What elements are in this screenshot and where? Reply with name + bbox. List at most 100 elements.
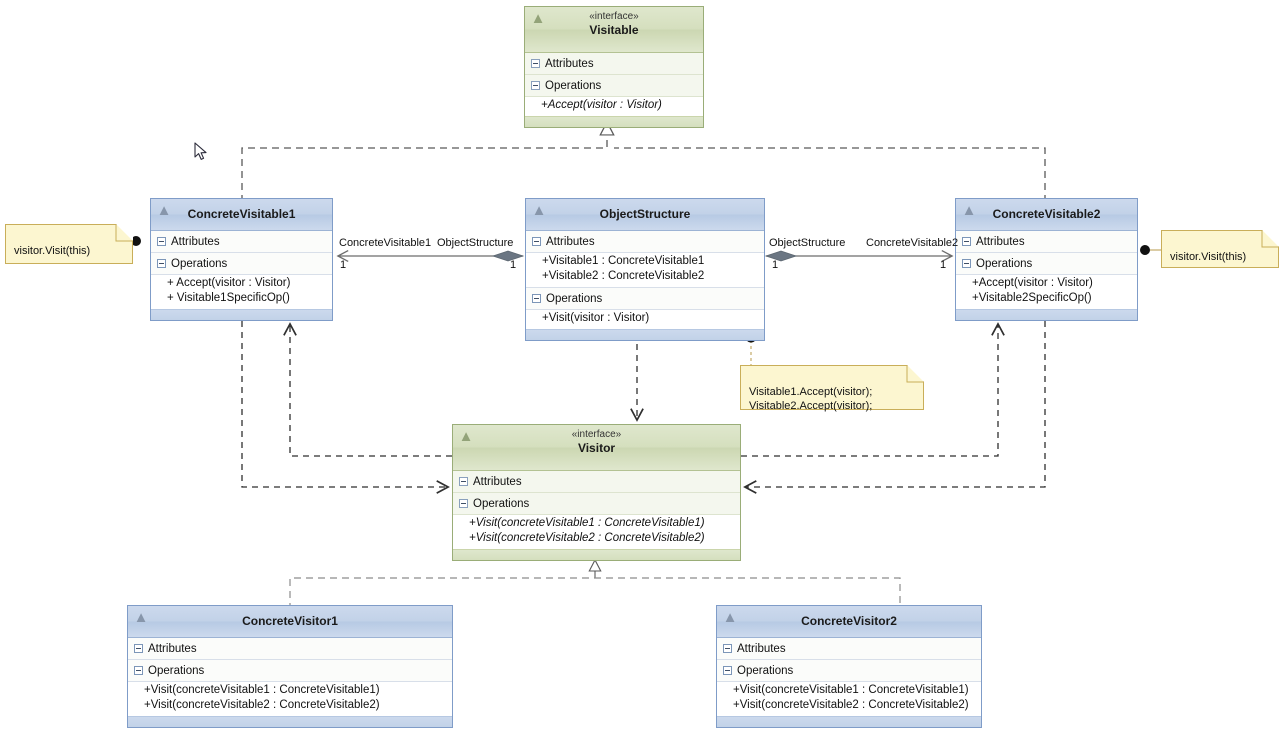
section-operations[interactable]: Operations: [453, 493, 740, 515]
class-footer: [525, 116, 703, 127]
section-attributes[interactable]: Attributes: [956, 231, 1137, 253]
note-text: Visitable1.Accept(visitor); Visitable2.A…: [749, 386, 873, 412]
operations-list: +Visit(concreteVisitable1 : ConcreteVisi…: [128, 682, 452, 716]
class-box-concrete-visitor1[interactable]: ▲ ConcreteVisitor1 Attributes Operations…: [127, 605, 453, 728]
collapse-icon[interactable]: [459, 477, 468, 486]
attributes-label: Attributes: [976, 235, 1025, 248]
section-attributes[interactable]: Attributes: [525, 53, 703, 75]
section-attributes[interactable]: Attributes: [717, 638, 981, 660]
collapse-icon[interactable]: [532, 294, 541, 303]
note-fold-line: [906, 365, 924, 383]
collapse-icon[interactable]: [962, 259, 971, 268]
operation-item: +Accept(visitor : Visitor): [972, 277, 1093, 289]
class-title: ConcreteVisitable2: [992, 207, 1101, 221]
class-title: ConcreteVisitor2: [801, 614, 897, 628]
class-title: Visitable: [589, 23, 639, 37]
collapse-icon[interactable]: [531, 81, 540, 90]
class-footer: [956, 309, 1137, 320]
class-title: ConcreteVisitor1: [242, 614, 338, 628]
operations-label: Operations: [545, 79, 602, 92]
collapse-icon[interactable]: [134, 644, 143, 653]
collapse-icon[interactable]: [723, 644, 732, 653]
operations-list: +Accept(visitor : Visitor) +Visitable2Sp…: [956, 275, 1137, 309]
association-label-source-left: ConcreteVisitable1: [339, 237, 432, 249]
note-center[interactable]: Visitable1.Accept(visitor); Visitable2.A…: [740, 365, 924, 412]
class-footer: [526, 329, 764, 340]
class-header-concrete-visitor1: ▲ ConcreteVisitor1: [128, 606, 452, 638]
attributes-label: Attributes: [171, 235, 220, 248]
class-box-visitable[interactable]: ▲ «interface» Visitable Attributes Opera…: [524, 6, 704, 128]
section-operations[interactable]: Operations: [525, 75, 703, 97]
operations-label: Operations: [148, 664, 205, 677]
collapse-icon[interactable]: [531, 59, 540, 68]
dependency-cv1-visitor: [241, 310, 450, 494]
operation-item: +Visit(concreteVisitable2 : ConcreteVisi…: [469, 532, 705, 544]
association-multiplicity-target-right: 1: [940, 259, 947, 271]
class-box-concrete-visitable2[interactable]: ▲ ConcreteVisitable2 Attributes Operatio…: [955, 198, 1138, 321]
association-objectstructure-cv2: [764, 250, 954, 262]
operation-item: + Accept(visitor : Visitor): [167, 277, 291, 289]
class-footer: [453, 549, 740, 560]
note-fold-line: [1261, 230, 1279, 248]
class-header-visitable: ▲ «interface» Visitable: [525, 7, 703, 53]
collapse-icon[interactable]: [723, 666, 732, 675]
section-attributes[interactable]: Attributes: [526, 231, 764, 253]
operations-label: Operations: [737, 664, 794, 677]
collapse-icon[interactable]: [157, 259, 166, 268]
operation-item: +Visitable2SpecificOp(): [972, 292, 1092, 304]
collapse-icon[interactable]: [532, 237, 541, 246]
class-box-object-structure[interactable]: ▲ ObjectStructure Attributes +Visitable1…: [525, 198, 765, 341]
section-operations[interactable]: Operations: [956, 253, 1137, 275]
section-operations[interactable]: Operations: [151, 253, 332, 275]
operation-item: +Visit(concreteVisitable2 : ConcreteVisi…: [733, 699, 969, 711]
association-multiplicity-source-left: 1: [340, 259, 347, 271]
operations-label: Operations: [473, 497, 530, 510]
collapse-icon[interactable]: [962, 237, 971, 246]
class-box-visitor[interactable]: ▲ «interface» Visitor Attributes Operati…: [452, 424, 741, 561]
collapse-icon[interactable]: [134, 666, 143, 675]
chevron-up-double-icon: ▲: [133, 609, 149, 626]
collapse-icon[interactable]: [459, 499, 468, 508]
operation-item: +Visit(concreteVisitable2 : ConcreteVisi…: [144, 699, 380, 711]
collapse-icon[interactable]: [157, 237, 166, 246]
class-box-concrete-visitor2[interactable]: ▲ ConcreteVisitor2 Attributes Operations…: [716, 605, 982, 728]
class-footer: [128, 716, 452, 727]
class-header-concrete-visitor2: ▲ ConcreteVisitor2: [717, 606, 981, 638]
note-text: visitor.Visit(this): [14, 245, 91, 257]
operation-item: +Visit(concreteVisitable1 : ConcreteVisi…: [469, 517, 705, 529]
note-left[interactable]: visitor.Visit(this): [5, 224, 133, 264]
operations-list: +Visit(concreteVisitable1 : ConcreteVisi…: [453, 515, 740, 549]
class-footer: [717, 716, 981, 727]
chevron-up-double-icon: ▲: [458, 428, 474, 445]
section-attributes[interactable]: Attributes: [151, 231, 332, 253]
operations-list: +Visit(concreteVisitable1 : ConcreteVisi…: [717, 682, 981, 716]
note-fold-corner: [1262, 230, 1279, 247]
mouse-cursor-icon: [194, 142, 207, 160]
association-label-target-right: ConcreteVisitable2: [866, 237, 959, 249]
note-fold-corner: [116, 224, 133, 241]
note-anchor-right: [1140, 245, 1162, 255]
association-label-source-right: ObjectStructure: [769, 237, 846, 249]
chevron-up-double-icon: ▲: [530, 10, 546, 27]
section-attributes[interactable]: Attributes: [128, 638, 452, 660]
chevron-up-double-icon: ▲: [961, 202, 977, 219]
section-operations[interactable]: Operations: [717, 660, 981, 682]
operation-item: +Visit(concreteVisitable1 : ConcreteVisi…: [144, 684, 380, 696]
note-text: visitor.Visit(this): [1170, 251, 1247, 263]
operation-item: +Accept(visitor : Visitor): [541, 99, 662, 111]
operation-item: + Visitable1SpecificOp(): [167, 292, 290, 304]
attribute-item: +Visitable2 : ConcreteVisitable2: [542, 270, 705, 282]
dependency-visitor-cv1: [283, 322, 452, 457]
association-multiplicity-target-left: 1: [510, 259, 517, 271]
section-attributes[interactable]: Attributes: [453, 471, 740, 493]
section-operations[interactable]: Operations: [526, 287, 764, 310]
note-right[interactable]: visitor.Visit(this): [1161, 230, 1279, 268]
note-fold-line: [115, 224, 133, 242]
operation-item: +Visit(concreteVisitable1 : ConcreteVisi…: [733, 684, 969, 696]
operations-list: +Visit(visitor : Visitor): [526, 310, 764, 329]
attributes-label: Attributes: [546, 235, 595, 248]
class-box-concrete-visitable1[interactable]: ▲ ConcreteVisitable1 Attributes Operatio…: [150, 198, 333, 321]
class-header-concrete-visitable2: ▲ ConcreteVisitable2: [956, 199, 1137, 231]
section-operations[interactable]: Operations: [128, 660, 452, 682]
